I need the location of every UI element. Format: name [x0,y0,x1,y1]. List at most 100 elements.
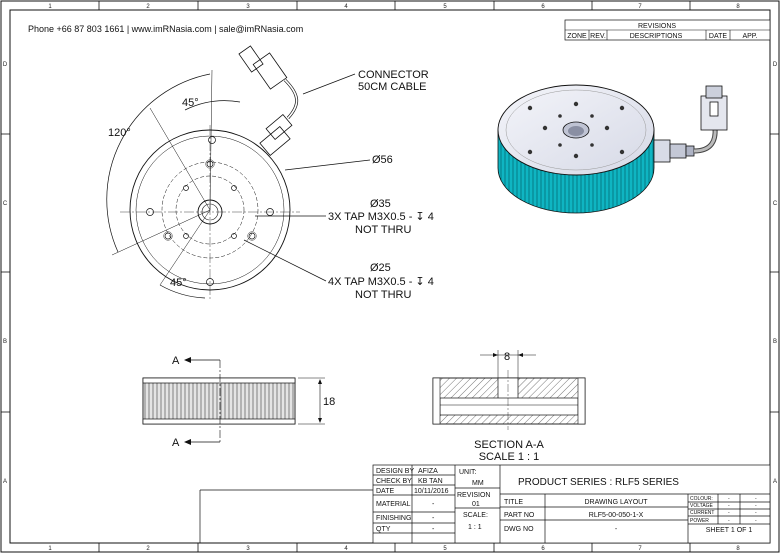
revisions-header-rev: REV. [590,33,606,40]
tb-spec-dash: - [728,518,730,524]
tb-date-label: DATE [376,488,394,495]
front-inner-ring [135,135,285,285]
col-label-top: 4 [344,4,348,10]
annotation-tap-3x-line2: NOT THRU [355,224,411,236]
annotation-dia-56: Ø56 [372,154,393,166]
tb-dwg-no-label: DWG NO [504,526,534,533]
annotation-tap-4x-line2: NOT THRU [355,289,411,301]
col-label-bottom: 7 [638,546,642,552]
row-label-right: A [773,479,777,485]
dimension-height-18: 18 [323,396,335,408]
col-label-bottom: 8 [736,546,740,552]
col-label-top: 5 [443,4,447,10]
tb-colour-label: COLOUR: [690,496,713,502]
tb-spec-dash: - [755,518,757,524]
angle-arc-45-bottom [159,284,206,299]
col-label-top: 6 [541,4,545,10]
front-connector [238,45,299,157]
side-fins [142,377,296,425]
tb-spec-dash: - [755,503,757,509]
tb-unit-value: MM [472,480,484,487]
row-label-left: D [3,62,8,68]
row-labels: D C B A D C B A [3,62,778,485]
annotation-connector-line2: 50CM CABLE [358,81,426,93]
tb-sheet: SHEET 1 OF 1 [706,527,753,534]
tb-finishing-label: FINISHING [376,515,411,522]
tb-spec-dash: - [755,496,757,502]
tb-power-label: POWER [690,518,709,524]
side-view [142,357,325,445]
tb-design-by-value: AFIZA [418,468,438,475]
tb-current-label: CURRENT [690,510,714,516]
annotation-dia-25: Ø25 [370,262,391,274]
title-block-text: DESIGN BY AFIZA CHECK BY KB TAN DATE 10/… [376,468,757,534]
tb-qty-label: QTY [376,526,391,533]
section-title: SECTION A-A [474,439,544,451]
isometric-view [497,84,728,214]
annotation-angle-45-bottom: 45° [170,277,187,289]
col-label-bottom: 5 [443,546,447,552]
row-label-left: A [3,479,7,485]
col-label-top: 3 [246,4,250,10]
section-scale: SCALE 1 : 1 [479,451,540,463]
tb-design-by-label: DESIGN BY [376,468,414,475]
dimension-width-8: 8 [504,351,510,363]
section-marker-a-bottom: A [172,437,180,449]
tb-spec-dash: - [728,510,730,516]
title-block [199,464,771,544]
tb-revision-value: 01 [472,501,480,508]
annotation-tap-3x-line1: 3X TAP M3X0.5 - ↧ 4 [328,211,434,223]
tb-spec-dash: - [728,503,730,509]
header-contact: Phone +66 87 803 1661 | www.imRNasia.com… [28,24,303,34]
tb-unit-label: UNIT: [459,469,477,476]
tb-part-no-label: PART NO [504,512,535,519]
annotation-angle-45-top: 45° [182,97,199,109]
column-labels: 1 2 3 4 5 6 7 8 1 2 3 4 5 6 7 8 [48,4,740,552]
col-label-bottom: 2 [146,546,150,552]
annotation-tap-4x-line1: 4X TAP M3X0.5 - ↧ 4 [328,276,434,288]
annotation-dia-35: Ø35 [370,198,391,210]
row-label-left: C [3,201,8,207]
revisions-header-descriptions: DESCRIPTIONS [630,33,683,40]
col-label-top: 8 [736,4,740,10]
iso-connector [653,85,728,163]
tb-part-no-value: RLF5-00-050-1-X [589,512,644,519]
tb-voltage-label: VOLTAGE [690,503,714,509]
col-label-top: 1 [48,4,52,10]
col-label-top: 7 [638,4,642,10]
tb-revision-label: REVISION [457,492,490,499]
revisions-title: REVISIONS [638,23,676,30]
iso-holes [527,101,625,159]
front-view [106,45,300,300]
revisions-header-zone: ZONE [567,33,587,40]
annotation-connector-line1: CONNECTOR [358,69,429,81]
tb-date-value: 10/11/2016 [414,488,449,495]
tb-scale-label: SCALE: [463,512,488,519]
tb-title-value: DRAWING LAYOUT [584,499,648,506]
tb-check-by-value: KB TAN [418,478,443,485]
tb-qty-value: - [432,526,435,533]
angle-arc-45-top [184,100,241,111]
angle-arc-120 [106,73,211,253]
revisions-header-app: APP. [742,33,757,40]
tb-spec-dash: - [728,496,730,502]
tb-material-label: MATERIAL [376,501,411,508]
front-tapped-holes [146,136,274,286]
col-label-bottom: 1 [48,546,52,552]
tb-title-label: TITLE [504,499,523,506]
revisions-table: REVISIONS ZONE REV. DESCRIPTIONS DATE AP… [564,19,771,41]
col-label-top: 2 [146,4,150,10]
annotation-angle-120: 120° [108,127,131,139]
section-view [432,350,586,430]
col-label-bottom: 4 [344,546,348,552]
revisions-header-date: DATE [709,33,727,40]
row-label-left: B [3,339,7,345]
tb-scale-value: 1 : 1 [468,524,482,531]
row-label-right: D [773,62,778,68]
tb-product-series: PRODUCT SERIES : RLF5 SERIES [518,477,679,488]
col-label-bottom: 3 [246,546,250,552]
row-label-right: B [773,339,777,345]
